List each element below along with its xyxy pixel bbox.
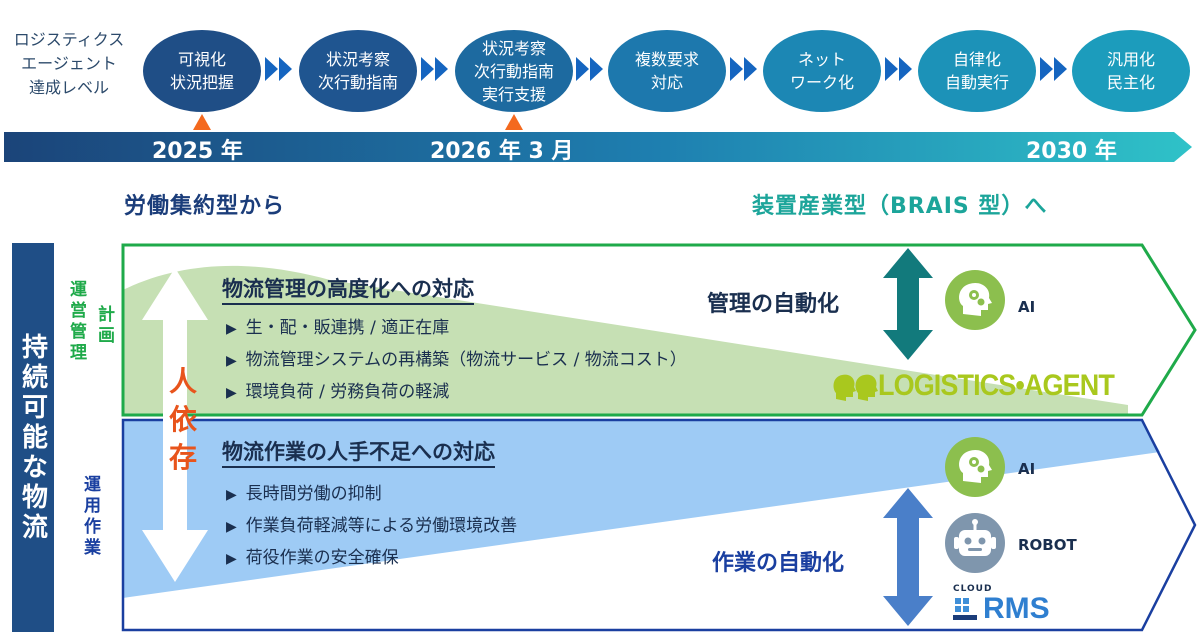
current-marker-icon xyxy=(193,114,211,130)
management-automation-label: 管理の自動化 xyxy=(707,292,840,317)
ai-head-icon xyxy=(945,270,1005,330)
timeline-arrow xyxy=(4,132,1192,162)
double-chevron-icon xyxy=(576,57,603,81)
logo-text: LOGISTICS•AGENT xyxy=(878,369,1115,402)
dependency-char-2: 依 xyxy=(168,403,197,436)
cloud-rms-logo: CLOUD RMS xyxy=(953,584,1050,626)
stage-democratization: 汎用化 民主化 xyxy=(1072,30,1190,112)
stage-multiple-requests: 複数要求 対応 xyxy=(608,30,726,112)
upper-bullet-list: 生・配・販連携 / 適正在庫 物流管理システムの再構築（物流サービス / 物流コ… xyxy=(226,313,687,409)
transition-from: 労働集約型から xyxy=(124,194,286,219)
side-label-operational-work: 運用作業 xyxy=(80,475,100,559)
list-item: 作業負荷軽減等による労働環境改善 xyxy=(226,511,518,543)
rms-grid-icon xyxy=(953,598,977,620)
side-label-operations-management: 運営管理 xyxy=(66,280,86,364)
list-item: 荷役作業の安全確保 xyxy=(226,543,517,575)
dependency-char-1: 人 xyxy=(168,365,197,398)
lower-bullet-list: 長時間労働の抑制 作業負荷軽減等による労働環境改善 荷役作業の安全確保 xyxy=(226,479,518,575)
achievement-level-label: ロジスティクス エージェント 達成レベル xyxy=(13,30,125,97)
sustainable-logistics-label: 持続可能な物流 xyxy=(12,243,54,632)
ai-label: AI xyxy=(1018,460,1036,478)
robot-label: ROBOT xyxy=(1018,536,1077,554)
list-item: 生・配・販連携 / 適正在庫 xyxy=(226,313,687,345)
list-item: 環境負荷 / 労務負荷の軽減 xyxy=(226,377,687,409)
double-chevron-icon xyxy=(730,57,757,81)
rms-text: RMS xyxy=(983,592,1050,625)
stage-execution-support: 状況考察 次行動指南 実行支援 xyxy=(455,30,573,112)
logo-heads-icon xyxy=(833,374,878,401)
double-chevron-icon xyxy=(265,57,292,81)
year-2026-march: 2026 年 3 月 xyxy=(430,139,574,164)
double-chevron-icon xyxy=(1040,57,1067,81)
ai-label: AI xyxy=(1018,298,1036,316)
upper-section-title: 物流管理の高度化への対応 xyxy=(222,273,474,305)
robot-icon xyxy=(945,513,1005,573)
year-2030: 2030 年 xyxy=(1026,139,1117,164)
list-item: 長時間労働の抑制 xyxy=(226,479,517,511)
lower-section-title: 物流作業の人手不足への対応 xyxy=(222,436,495,468)
cloud-label: CLOUD xyxy=(953,584,993,594)
stage-autonomous: 自律化 自動実行 xyxy=(918,30,1036,112)
transition-to: 装置産業型（BRAIS 型）へ xyxy=(752,194,1048,219)
dependency-char-3: 存 xyxy=(168,441,197,474)
side-label-planning: 計画 xyxy=(94,305,114,347)
year-2025: 2025 年 xyxy=(152,139,243,164)
stage-visualization: 可視化 状況把握 xyxy=(143,30,261,112)
double-chevron-icon xyxy=(885,57,912,81)
stage-network: ネット ワーク化 xyxy=(763,30,881,112)
work-automation-label: 作業の自動化 xyxy=(712,551,845,576)
ai-head-icon xyxy=(945,437,1005,497)
double-chevron-icon xyxy=(421,57,448,81)
list-item: 物流管理システムの再構築（物流サービス / 物流コスト） xyxy=(226,345,687,377)
logistics-agent-logo: LOGISTICS•AGENT xyxy=(832,369,1140,403)
stage-consideration: 状況考察 次行動指南 xyxy=(299,30,417,112)
target-marker-icon xyxy=(505,114,523,130)
